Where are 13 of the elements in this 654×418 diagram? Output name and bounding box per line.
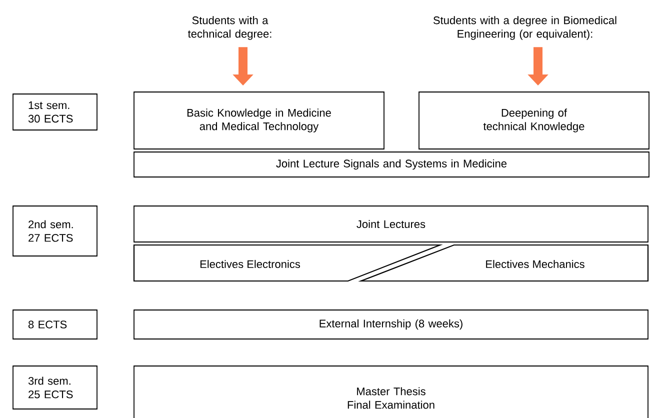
- semester-box: 8 ECTS: [12, 310, 98, 340]
- module-box: Master Thesis Final Examination: [134, 366, 648, 418]
- module-box: Joint Lecture Signals and Systems in Medicine: [134, 152, 650, 178]
- student-group-text: Students with a degree in Biomedical Engineering (or equivalent):: [433, 16, 616, 40]
- module-box: External Internship (8 weeks): [134, 310, 648, 340]
- student-group-text: Students with a technical degree:: [188, 16, 272, 40]
- module-box: Basic Knowledge in Medicine and Medical Technology: [134, 92, 384, 150]
- elective-box: Electives Electronics: [133, 244, 443, 282]
- semester-box: 2nd sem. 27 ECTS: [12, 206, 98, 256]
- module-box: Joint Lectures: [134, 206, 648, 242]
- module-box: Deepening of technical Knowledge: [418, 92, 650, 150]
- semester-box: 1st sem. 30 ECTS: [12, 94, 98, 130]
- semester-box: 3rd sem. 25 ECTS: [12, 366, 98, 410]
